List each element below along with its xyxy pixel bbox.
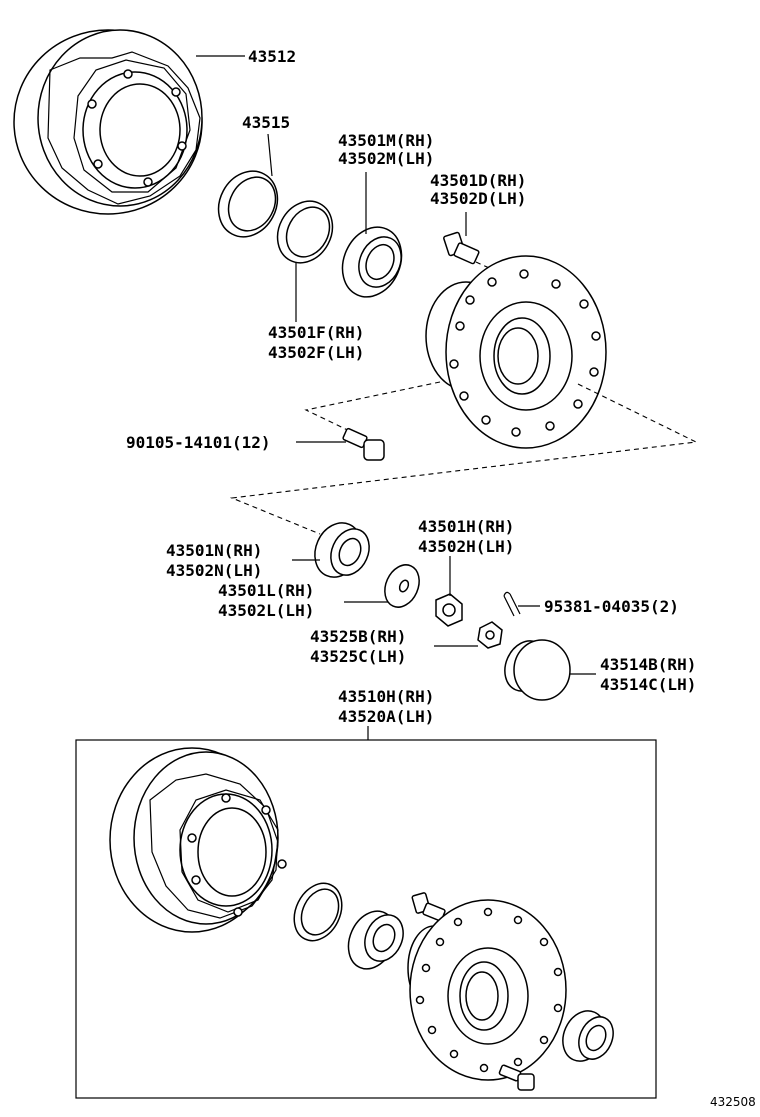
axle-hub-upper (425, 255, 607, 449)
hub-bolt-43501d (443, 231, 480, 265)
brake-disc-43512 (13, 29, 203, 215)
label-43501d: 43501D(RH) (430, 171, 526, 190)
axle-hub-assembly (407, 899, 567, 1081)
label-43525b: 43525B(RH) (310, 627, 406, 646)
assembly-box (75, 739, 657, 1099)
inner-bearing-assembly (562, 1010, 614, 1062)
ring-43515 (217, 170, 279, 238)
bearing-assembly (347, 910, 404, 970)
label-43525c: 43525C(LH) (310, 647, 406, 666)
oil-seal-assembly (293, 882, 343, 942)
castle-nut-43525b (477, 621, 503, 649)
washer-43501l (384, 564, 420, 608)
label-43515: 43515 (242, 113, 290, 132)
label-43520a: 43520A(LH) (338, 707, 434, 726)
hub-cap-43514b (504, 639, 571, 701)
label-43502h: 43502H(LH) (418, 537, 514, 556)
label-43501m: 43501M(RH) (338, 131, 434, 150)
label-43510h: 43510H(RH) (338, 687, 434, 706)
label-43501n: 43501N(RH) (166, 541, 262, 560)
label-43502d: 43502D(LH) (430, 189, 526, 208)
label-43501h: 43501H(RH) (418, 517, 514, 536)
label-43502n: 43502N(LH) (166, 561, 262, 580)
cotter-pin-95381 (503, 591, 521, 617)
hub-bolt-assembly (411, 892, 446, 922)
label-43501l: 43501L(RH) (218, 581, 314, 600)
bearing-43501n (314, 522, 370, 578)
oil-seal-43501f (276, 200, 334, 264)
label-43514c: 43514C(LH) (600, 675, 696, 694)
figure-number: 432508 (710, 1095, 756, 1109)
label-90105: 90105-14101(12) (126, 433, 271, 452)
label-43502l: 43502L(LH) (218, 601, 314, 620)
label-43514b: 43514B(RH) (600, 655, 696, 674)
label-95381: 95381-04035(2) (544, 597, 679, 616)
bolt-90105 (342, 427, 385, 461)
brake-disc-assembly (109, 747, 287, 933)
label-43502m: 43502M(LH) (338, 149, 434, 168)
label-43502f: 43502F(LH) (268, 343, 364, 362)
bolt-assembly (498, 1064, 535, 1091)
nut-43501h (435, 593, 463, 627)
label-43501f: 43501F(RH) (268, 323, 364, 342)
label-43512: 43512 (248, 47, 296, 66)
bearing-43501m (341, 226, 403, 298)
